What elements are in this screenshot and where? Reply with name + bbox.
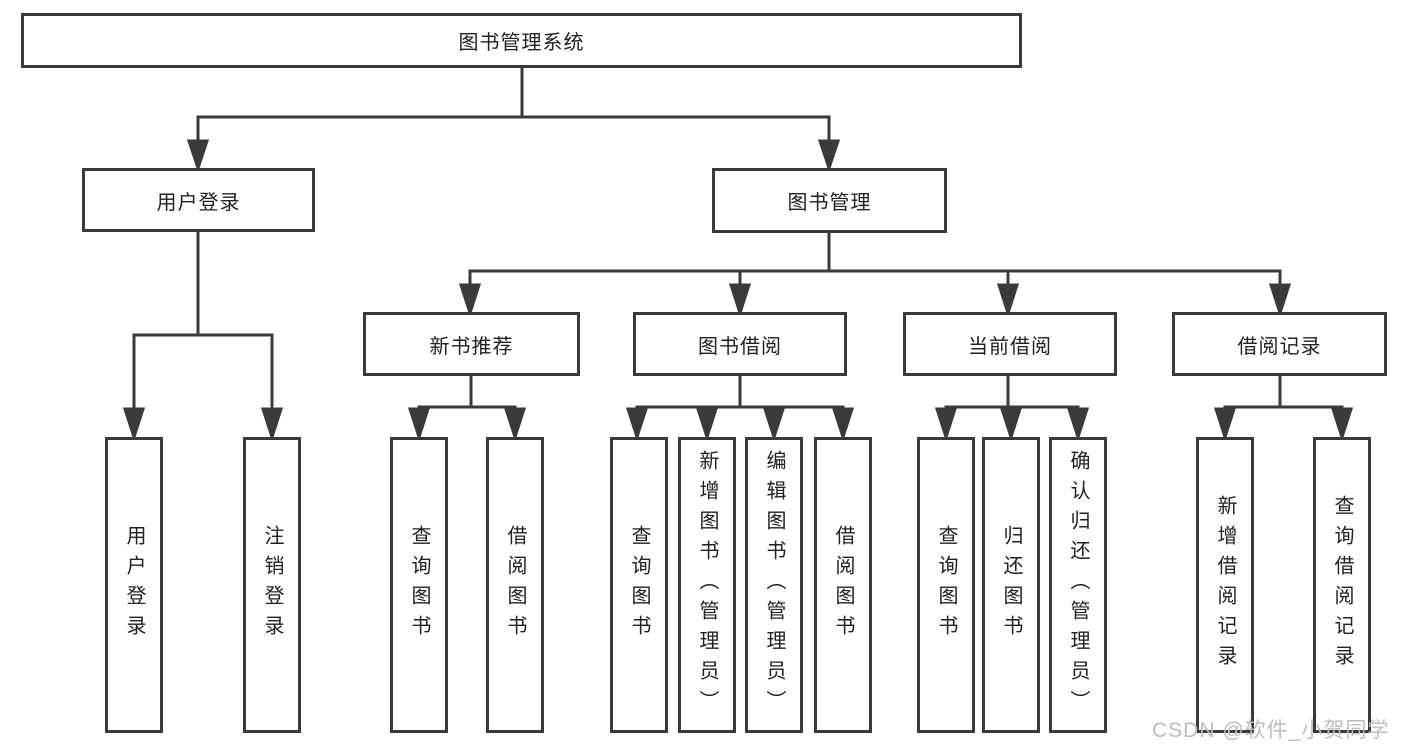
node-current-borrowing: 当前借阅	[903, 312, 1117, 376]
node-book-borrowing-label: 图书借阅	[698, 335, 782, 358]
leaf-borrowing-add-book-admin: 新增图书（管理员）	[678, 437, 736, 733]
node-new-book-recommendation: 新书推荐	[363, 312, 580, 376]
node-root: 图书管理系统	[21, 13, 1022, 68]
leaf-current-query-books-label: 查询图书	[935, 525, 957, 645]
node-borrowing-records: 借阅记录	[1172, 312, 1387, 376]
node-book-management-label: 图书管理	[787, 192, 872, 214]
leaf-current-query-books: 查询图书	[917, 437, 975, 733]
leaf-recommend-borrow-books-label: 借阅图书	[504, 525, 526, 645]
leaf-logout-label: 注销登录	[261, 525, 283, 645]
node-borrowing-records-label: 借阅记录	[1237, 335, 1322, 358]
leaf-current-return-books-label: 归还图书	[1000, 525, 1022, 645]
leaf-current-return-books: 归还图书	[982, 437, 1040, 733]
node-user-login: 用户登录	[82, 168, 315, 232]
leaf-borrowing-edit-book-admin-label: 编辑图书（管理员）	[763, 450, 785, 720]
leaf-borrowing-query-books: 查询图书	[610, 437, 668, 733]
leaf-user-login: 用户登录	[105, 437, 163, 733]
leaf-records-query-record: 查询借阅记录	[1313, 437, 1371, 733]
leaf-user-login-label: 用户登录	[123, 525, 145, 645]
node-book-borrowing: 图书借阅	[633, 312, 847, 376]
leaf-logout: 注销登录	[243, 437, 301, 733]
leaf-borrowing-borrow-books-label: 借阅图书	[832, 525, 854, 645]
node-current-borrowing-label: 当前借阅	[968, 335, 1052, 358]
node-user-login-label: 用户登录	[156, 191, 241, 214]
leaf-records-query-record-label: 查询借阅记录	[1331, 495, 1353, 675]
node-root-label: 图书管理系统	[458, 32, 585, 54]
leaf-current-confirm-return-admin-label: 确认归还（管理员）	[1067, 450, 1089, 720]
leaf-borrowing-borrow-books: 借阅图书	[814, 437, 872, 733]
leaf-recommend-query-books: 查询图书	[390, 437, 448, 733]
leaf-borrowing-add-book-admin-label: 新增图书（管理员）	[696, 450, 718, 720]
leaf-current-confirm-return-admin: 确认归还（管理员）	[1049, 437, 1107, 733]
node-new-book-recommendation-label: 新书推荐	[429, 335, 514, 358]
leaf-recommend-borrow-books: 借阅图书	[486, 437, 544, 733]
leaf-borrowing-edit-book-admin: 编辑图书（管理员）	[745, 437, 803, 733]
leaf-records-add-record-label: 新增借阅记录	[1214, 495, 1236, 675]
leaf-recommend-query-books-label: 查询图书	[408, 525, 430, 645]
leaf-borrowing-query-books-label: 查询图书	[628, 525, 650, 645]
node-book-management: 图书管理	[712, 168, 947, 233]
leaf-records-add-record: 新增借阅记录	[1196, 437, 1254, 733]
csdn-watermark: CSDN @软件_小贺同学	[1152, 719, 1390, 742]
